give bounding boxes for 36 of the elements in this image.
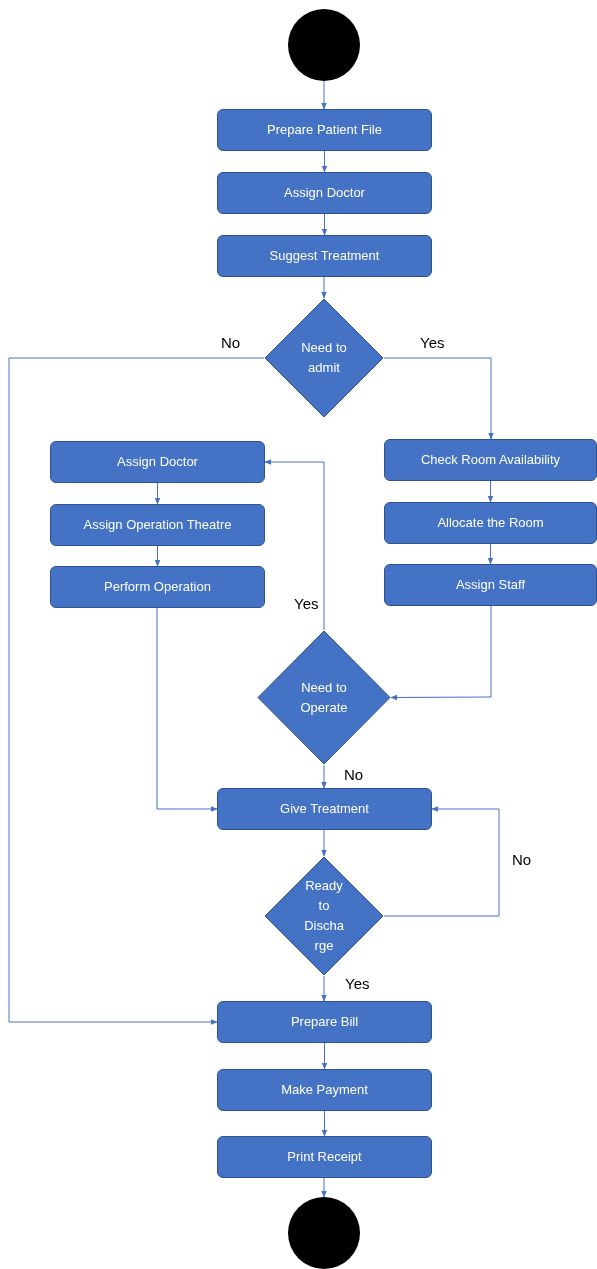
process-box: Print Receipt [217,1136,432,1178]
arrow [154,482,161,505]
process-box: Prepare Patient File [217,109,432,151]
process-box: Allocate the Room [384,502,597,544]
process-box: Assign Staff [384,564,597,606]
process-box: Make Payment [217,1069,432,1111]
arrow [383,806,500,917]
arrow [321,1110,328,1137]
arrow [321,150,328,173]
decision-diamond: Need to Operate [257,630,391,765]
arrow [321,213,328,236]
arrow [321,1042,328,1070]
process-box: Assign Operation Theatre [50,504,265,546]
process-box: Assign Doctor [50,441,265,483]
arrow [321,1177,327,1198]
arrow [8,357,265,1025]
arrow [321,829,327,857]
arrow [321,975,327,1002]
arrow [154,545,161,567]
decision-diamond: Ready to Discharge [264,856,384,976]
arrow [321,764,327,789]
arrow [383,357,494,440]
process-box: Prepare Bill [217,1001,432,1043]
arrow [487,480,494,503]
process-box: Perform Operation [50,566,265,608]
arrow [321,276,327,299]
arrow [487,543,494,565]
decision-diamond: Need to admit [264,298,384,418]
process-box: Assign Doctor [217,172,432,214]
process-box: Check Room Availability [384,439,597,481]
process-box: Suggest Treatment [217,235,432,277]
arrow [156,607,218,812]
arrow [390,605,492,701]
arrow [264,459,325,631]
arrow [321,80,327,110]
process-box: Give Treatment [217,788,432,830]
